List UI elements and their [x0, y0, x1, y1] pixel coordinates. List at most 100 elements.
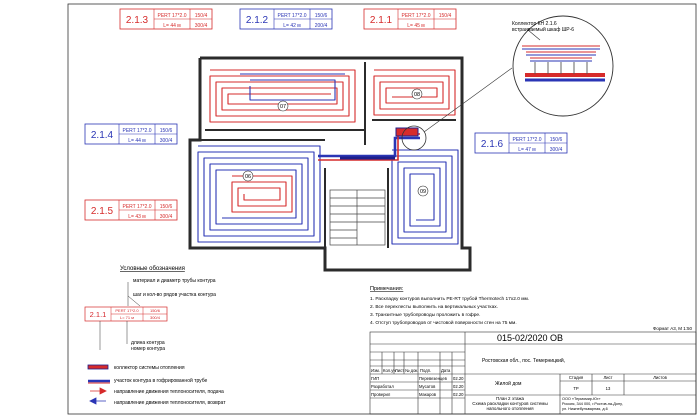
- legend-note-step: шаг и кол-во рядов участка контура: [133, 292, 216, 298]
- zone-id: 2.1.5: [91, 206, 114, 217]
- zone-length: L= 43 м: [128, 214, 146, 220]
- room-marker-07: 07: [280, 104, 286, 110]
- row-3-name: Макаров: [419, 392, 437, 397]
- notes-title: Примечания:: [370, 286, 404, 292]
- title-block-text: 015-02/2020 ОВ Ростовская обл., пос. Тем…: [371, 333, 668, 411]
- legend-sample-pipe: PERT 17*2.0: [115, 308, 139, 313]
- note-3: 3. Транзитные трубопроводы проложить в г…: [370, 312, 480, 318]
- row-2-date: 02.20: [453, 384, 464, 389]
- transit-pipes: [318, 127, 420, 161]
- zone-step: 150/6: [160, 204, 173, 210]
- head-col-2: Кол.уч: [383, 368, 396, 373]
- legend-sample-step: 150/6: [150, 308, 161, 313]
- org-line1: ООО «Термомир-Юг»: [562, 397, 601, 401]
- address: Ростовская обл., пос. Темерницкий,: [482, 357, 565, 364]
- zone-id: 2.1.2: [246, 15, 269, 26]
- org-line3: ул. Нижнебульварная, д.6: [562, 407, 608, 411]
- zone-area: 300/4: [550, 147, 563, 153]
- legend-item-return: направление движения теплоносителя, возв…: [114, 400, 226, 406]
- zone-pipe: PERT 17*2.0: [277, 13, 306, 19]
- zone-step: 150/6: [160, 128, 173, 134]
- zone-area: 300/4: [160, 214, 173, 220]
- zone-label-2-1-3: 2.1.3 PERT 17*2.0 L= 44 м 150/4 300/4: [119, 8, 213, 30]
- org-line2: Россия, 344 000, г.Ростов-на-Дону,: [562, 402, 623, 406]
- head-col-4: № док.: [405, 368, 418, 373]
- zone-step: 150/4: [195, 13, 208, 19]
- head-col-3: Лист: [395, 368, 404, 373]
- zone-label-2-1-4: 2.1.4 PERT 17*2.0 L= 44 м 150/6 300/4: [84, 123, 178, 145]
- zone-length: L= 47 м: [518, 147, 536, 153]
- sheet-title-line2: Схема раскладки контуров системы: [472, 401, 547, 406]
- sheet-title-line3: напольного отопления: [487, 406, 535, 411]
- building-name: Жилой дом: [495, 380, 522, 387]
- zone-label-2-1-5: 2.1.5 PERT 17*2.0 L= 43 м 150/6 300/4: [84, 199, 178, 221]
- stage-label: Стадия: [569, 375, 583, 380]
- zone-pipe: PERT 17*2.0: [157, 13, 186, 19]
- note-1: 1. Раскладку контуров выполнить PE-RT тр…: [370, 295, 529, 302]
- sheet-value: 13: [606, 386, 611, 391]
- room-marker-08: 08: [414, 92, 420, 98]
- zone-id: 2.1.3: [126, 15, 149, 26]
- zone-id: 2.1.1: [370, 15, 393, 26]
- zone-area: 300/4: [160, 138, 173, 144]
- building-walls: [188, 56, 472, 272]
- row-3-date: 02.20: [453, 392, 464, 397]
- stage-value: ТР: [573, 386, 579, 391]
- zone-pipe: PERT 17*2.0: [122, 128, 151, 134]
- legend-sample-length: L= 71 м: [120, 315, 134, 320]
- zone-id: 2.1.4: [91, 130, 114, 141]
- collector-detail: [512, 15, 614, 117]
- zone-area: 200/4: [315, 23, 328, 29]
- notes: Примечания: 1. Раскладку контуров выполн…: [370, 286, 692, 331]
- head-col-5: Подп.: [420, 368, 431, 373]
- head-col-1: Изм.: [371, 368, 380, 373]
- loop-2-1-4: [197, 145, 321, 243]
- row-2-name: Мусатов: [419, 384, 436, 389]
- legend-item-supply: направление движения теплоносителя, пода…: [114, 389, 224, 395]
- sheet-title-line1: План 2 этажа: [496, 396, 525, 401]
- sheets-label: Листов: [653, 375, 667, 380]
- collector-note-line1: Коллектор КН 2.1.6: [512, 21, 557, 27]
- legend-sample-id: 2.1.1: [90, 310, 107, 319]
- format-note: Формат А3, М 1:50: [653, 326, 692, 331]
- collector-note-line2: встраиваемый шкаф ШР-6: [512, 26, 574, 33]
- detail-callout-circle: [401, 125, 427, 151]
- zone-label-2-1-1: 2.1.1 PERT 17*2.0 L= 45 м 150/4: [363, 8, 457, 30]
- row-1-date: 02.20: [453, 376, 464, 381]
- staircase: [329, 189, 386, 246]
- title-block: [369, 331, 697, 415]
- head-col-6: Дата: [441, 368, 451, 373]
- legend-title: Условные обозначения: [120, 266, 185, 272]
- sheet-label: Лист: [603, 375, 612, 380]
- legend: Условные обозначения материал и диаметр …: [84, 266, 226, 406]
- loop-2-1-1: [373, 69, 456, 116]
- legend-note-length: длина контура: [131, 340, 165, 346]
- zone-length: L= 45 м: [407, 23, 425, 29]
- legend-note-material: материал и диаметр трубы контура: [133, 278, 216, 284]
- zone-step: 150/6: [315, 13, 328, 19]
- zone-length: L= 44 м: [163, 23, 181, 29]
- document-code: 015-02/2020 ОВ: [497, 333, 563, 343]
- zone-area: 300/4: [195, 23, 208, 29]
- room-marker-09: 09: [420, 189, 426, 195]
- zone-step: 150/4: [439, 13, 452, 19]
- zone-length: L= 44 м: [128, 138, 146, 144]
- zone-id: 2.1.6: [481, 139, 504, 150]
- legend-item-corrugated: участок контура в гофрированной трубе: [114, 377, 208, 384]
- loop-2-1-3: [209, 69, 356, 123]
- loop-2-1-6: [391, 149, 459, 245]
- zone-step: 150/6: [550, 137, 563, 143]
- note-2: 2. Все перехлесты выполнить на вертикаль…: [370, 304, 498, 310]
- legend-item-collector: коллектор системы отопления: [114, 365, 185, 371]
- zone-pipe: PERT 17*2.0: [122, 204, 151, 210]
- row-2-role: Разработал: [371, 384, 394, 389]
- row-3-role: Проверил: [371, 392, 391, 397]
- room-markers: 07 08 06 09: [242, 88, 429, 197]
- legend-sample-area: 300/4: [150, 315, 161, 320]
- room-marker-06: 06: [245, 174, 251, 180]
- zone-pipe: PERT 17*2.0: [401, 13, 430, 19]
